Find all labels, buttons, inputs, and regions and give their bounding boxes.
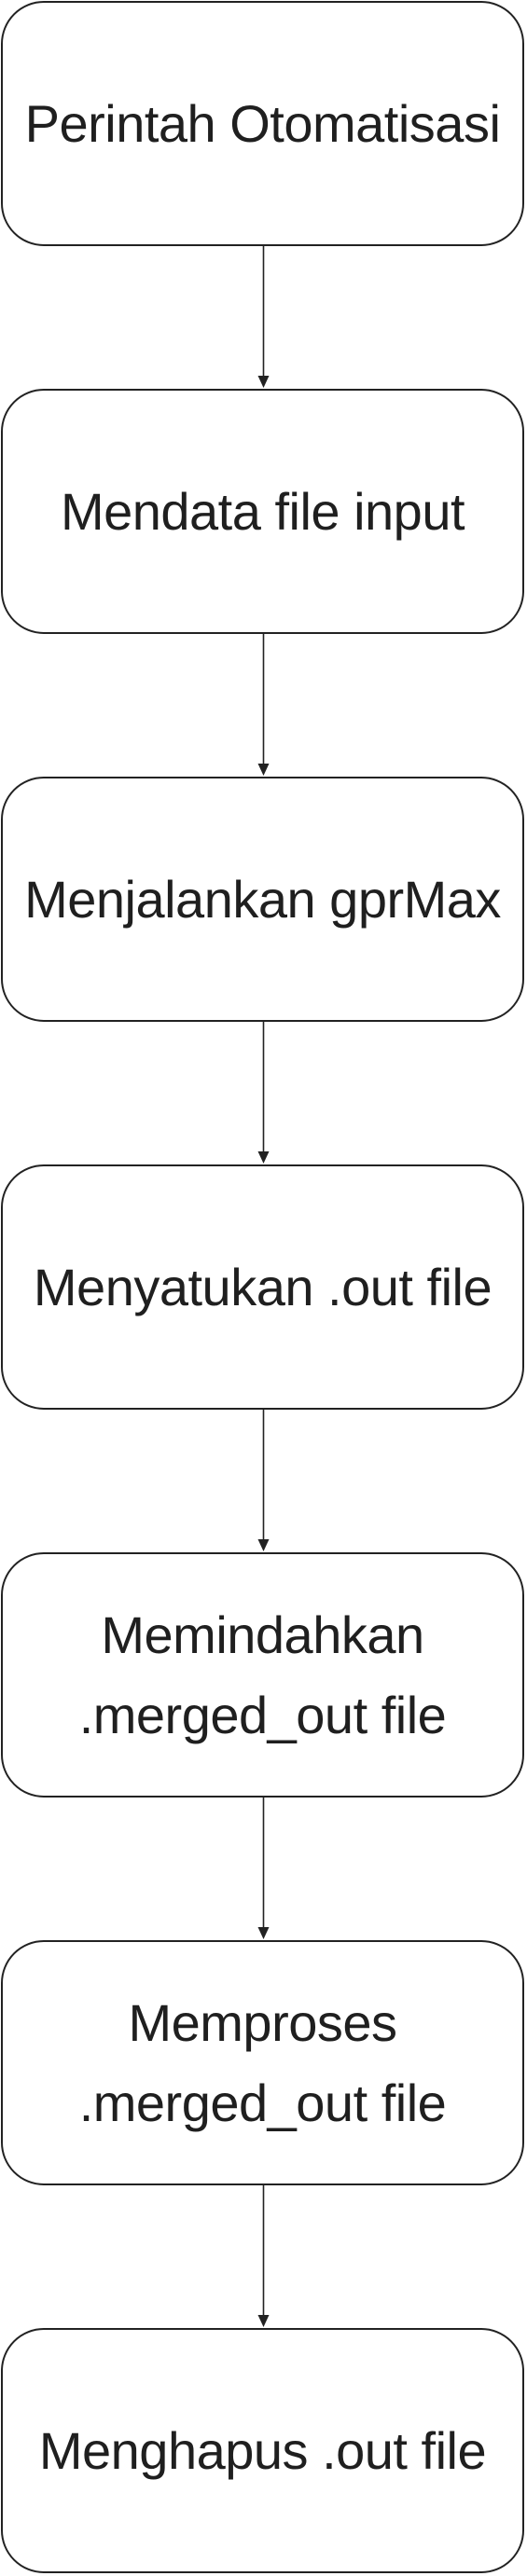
step-label: Menjalankan gprMax <box>24 869 501 929</box>
step-mendata-file-input: Mendata file input <box>1 389 524 634</box>
arrowhead-icon <box>257 376 270 388</box>
step-label: Menghapus .out file <box>38 2420 487 2480</box>
step-label: Memindahkan .merged_out file <box>78 1605 447 1744</box>
arrowhead-icon <box>257 1151 270 1164</box>
step-memindahkan-merged-out-file: Memindahkan .merged_out file <box>1 1552 524 1798</box>
arrowhead-icon <box>257 764 270 776</box>
step-memproses-merged-out-file: Memproses .merged_out file <box>1 1940 524 2185</box>
step-label: Memproses .merged_out file <box>78 1992 447 2132</box>
step-menghapus-out-file: Menghapus .out file <box>1 2328 524 2573</box>
arrowhead-icon <box>257 1539 270 1551</box>
step-menyatukan-out-file: Menyatukan .out file <box>1 1164 524 1410</box>
step-label: Mendata file input <box>60 481 465 541</box>
arrowhead-icon <box>257 1927 270 1939</box>
step-label: Perintah Otomatisasi <box>24 93 501 153</box>
step-menjalankan-gprmax: Menjalankan gprMax <box>1 777 524 1022</box>
step-label: Menyatukan .out file <box>33 1257 492 1316</box>
step-perintah-otomatisasi: Perintah Otomatisasi <box>1 1 524 246</box>
arrowhead-icon <box>257 2315 270 2327</box>
